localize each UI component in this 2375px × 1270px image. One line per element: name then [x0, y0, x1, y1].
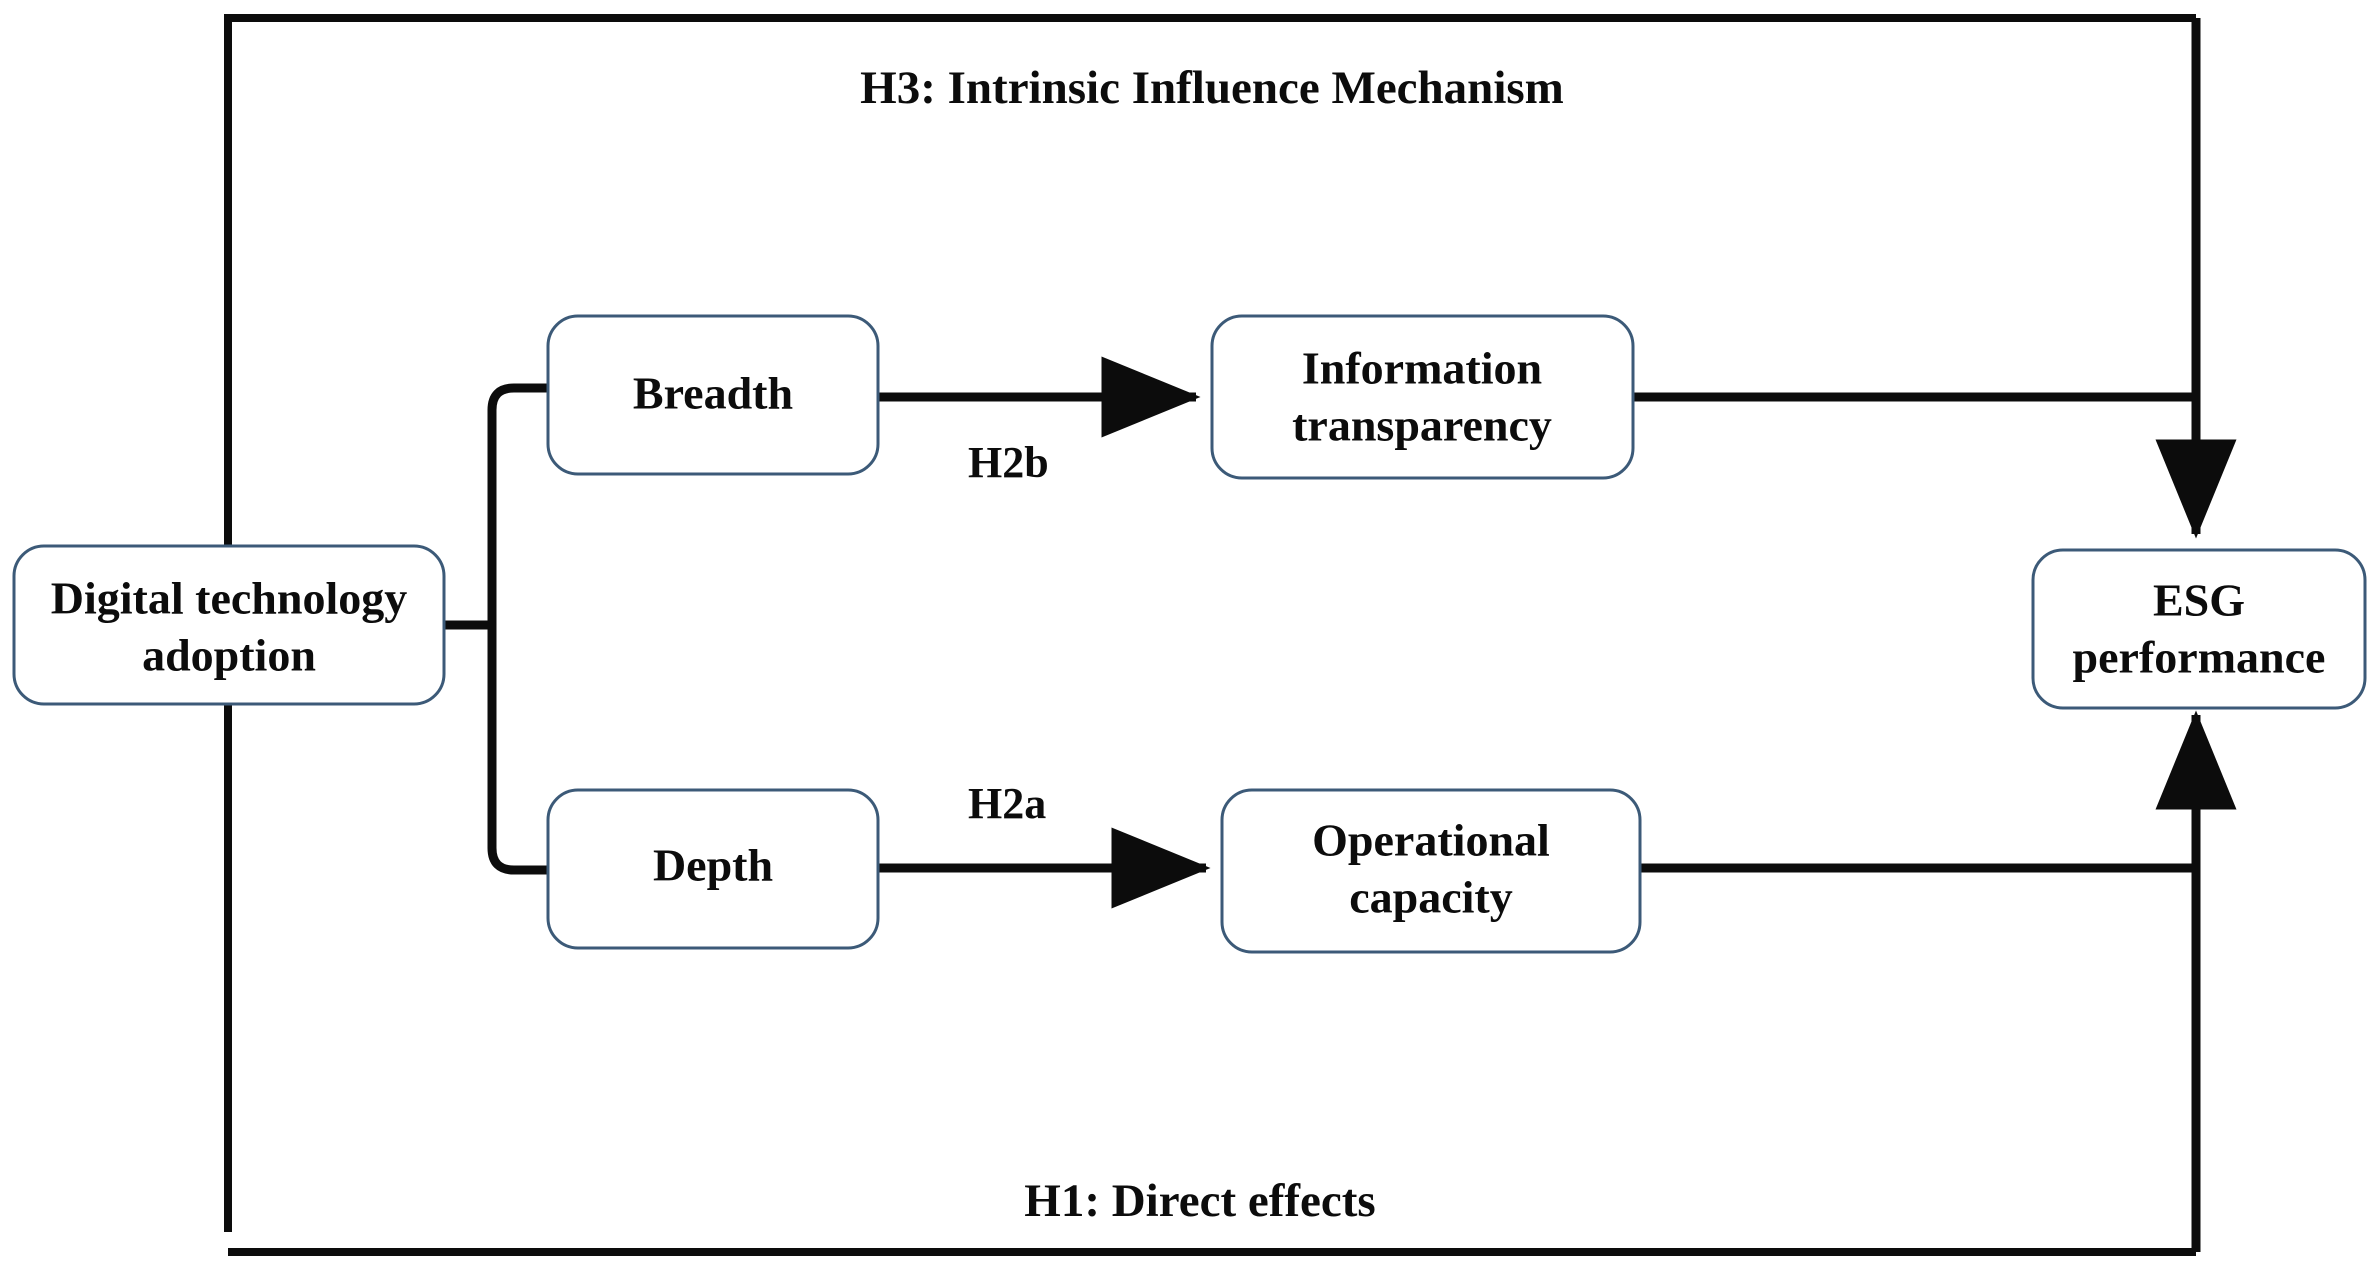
node-esg-performance-box[interactable] — [2031, 548, 2367, 710]
node-information-transparency-box[interactable] — [1210, 314, 1635, 480]
node-digital-technology-adoption-line1: Digital technology — [51, 573, 407, 624]
node-breadth[interactable]: Breadth — [546, 314, 880, 476]
node-digital-technology-adoption[interactable]: Digital technology adoption — [12, 544, 446, 706]
node-esg-performance[interactable]: ESG performance — [2031, 548, 2367, 710]
node-digital-technology-adoption-line2: adoption — [142, 630, 316, 681]
edge-label-h2b: H2b — [968, 438, 1049, 487]
node-information-transparency-line1: Information — [1302, 343, 1542, 394]
brace-branch-to-breadth — [487, 383, 553, 630]
title-h1-direct-effects: H1: Direct effects — [1024, 1175, 1375, 1227]
outer-frame-h3-path — [224, 14, 2196, 1232]
node-operational-capacity-line2: capacity — [1349, 872, 1513, 923]
node-breadth-box[interactable] — [546, 314, 880, 476]
node-depth-label: Depth — [653, 840, 773, 891]
node-digital-technology-adoption-box[interactable] — [12, 544, 446, 706]
node-depth-box[interactable] — [546, 788, 880, 950]
node-depth[interactable]: Depth — [546, 788, 880, 950]
node-operational-capacity-box[interactable] — [1220, 788, 1642, 954]
node-operational-capacity-line1: Operational — [1312, 815, 1550, 866]
brace-branch-to-depth — [487, 620, 553, 875]
node-information-transparency[interactable]: Information transparency — [1210, 314, 1635, 480]
node-esg-performance-line1: ESG — [2153, 575, 2245, 626]
node-esg-performance-line2: performance — [2073, 632, 2326, 683]
node-operational-capacity[interactable]: Operational capacity — [1220, 788, 1642, 954]
node-breadth-label: Breadth — [633, 368, 793, 419]
edge-label-h2a: H2a — [968, 779, 1046, 828]
title-h3-intrinsic-influence-mechanism: H3: Intrinsic Influence Mechanism — [860, 62, 1564, 114]
node-information-transparency-line2: transparency — [1292, 400, 1552, 451]
